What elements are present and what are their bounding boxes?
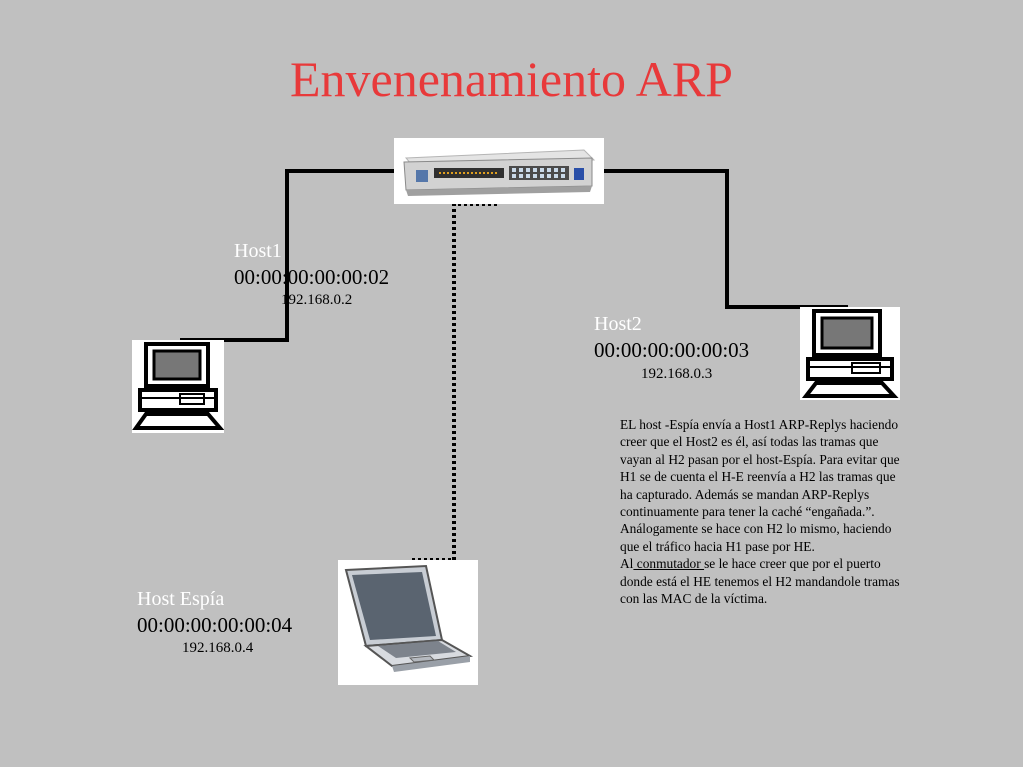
conmutador-link[interactable]: conmutador: [633, 556, 705, 572]
host2-mac: 00:00:00:00:00:03: [594, 338, 750, 362]
spy-mac: 00:00:00:00:00:04: [137, 613, 293, 637]
page-title: Envenenamiento ARP: [290, 51, 733, 107]
description-paragraph-2: Al conmutador se le hace creer que por e…: [620, 555, 910, 607]
spy-name: Host Espía: [137, 588, 225, 610]
laptop-icon: [338, 560, 478, 685]
host1-ip: 192.168.0.2: [281, 292, 353, 308]
desktop-computer-icon: [800, 307, 900, 400]
host1-link: [180, 169, 395, 342]
host1-name: Host1: [234, 240, 282, 262]
description-p2-prefix: Al: [620, 556, 634, 572]
host2-ip: 192.168.0.3: [641, 366, 713, 382]
host2-link: [604, 169, 848, 309]
description-paragraph-1: EL host -Espía envía a Host1 ARP-Replys …: [620, 417, 900, 554]
network-switch-icon: [394, 138, 604, 204]
desktop-computer-icon: [132, 340, 225, 433]
description-text: EL host -Espía envía a Host1 ARP-Replys …: [620, 416, 910, 607]
host1-mac: 00:00:00:00:00:02: [234, 265, 390, 289]
spy-ip: 192.168.0.4: [182, 640, 254, 656]
host2-name: Host2: [594, 313, 642, 335]
description-p2-suffix: se le hace creer que por el puerto donde…: [620, 556, 900, 607]
spy-link: [410, 202, 497, 562]
